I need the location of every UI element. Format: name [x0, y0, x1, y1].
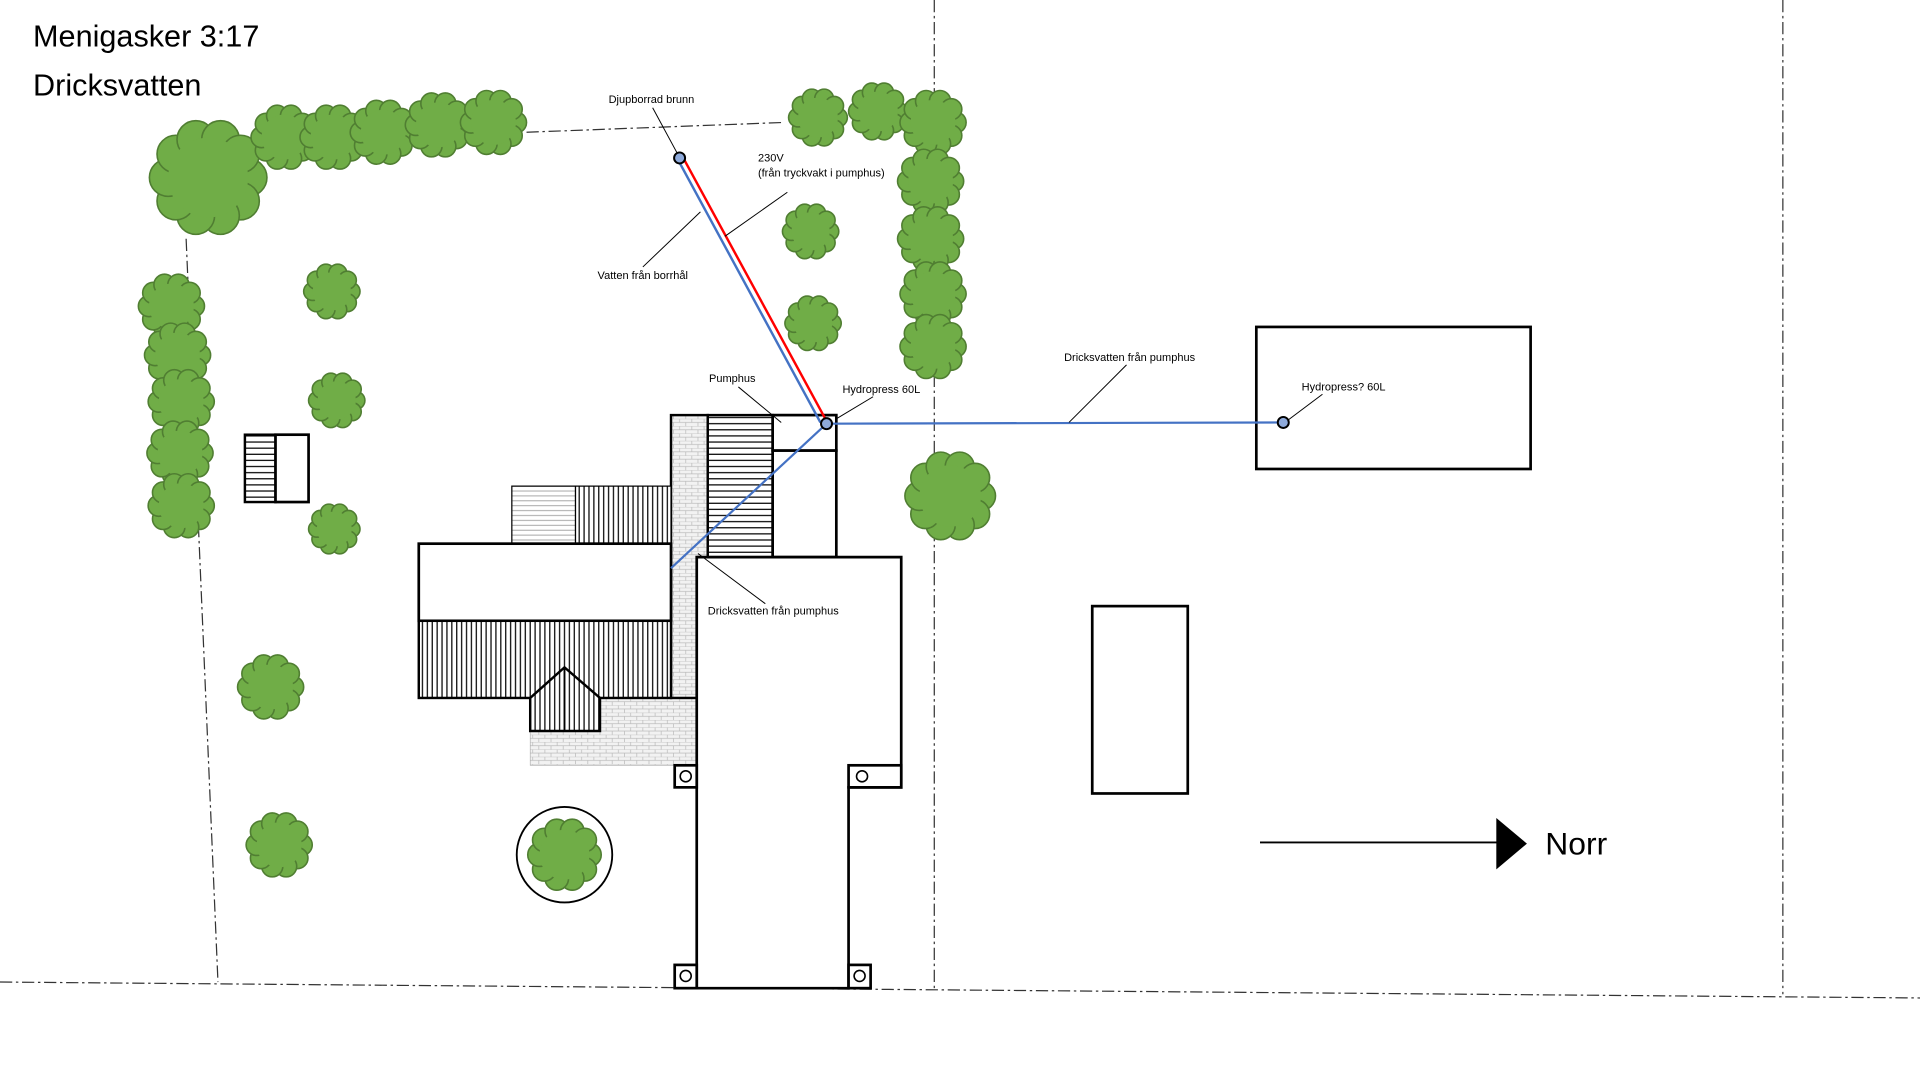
tree-icon	[307, 372, 366, 429]
tree-icon	[899, 89, 967, 156]
tree-icon	[784, 295, 843, 352]
water-pipe-house	[670, 422, 828, 569]
pumphouse-building	[771, 413, 838, 559]
label-well: Djupborrad brunn	[609, 94, 695, 106]
trees	[137, 82, 997, 892]
tree-icon	[459, 89, 528, 156]
water-pipe-right	[826, 421, 1284, 425]
title-line1: Menigasker 3:17	[33, 20, 259, 54]
label-drinking-water-house: Dricksvatten från pumphus	[708, 606, 840, 618]
tree-icon	[787, 88, 849, 147]
building-right-top	[1254, 325, 1532, 471]
tree-icon	[896, 206, 965, 272]
leader-lines	[642, 107, 1323, 605]
north-label: Norr	[1545, 826, 1607, 862]
tree-icon	[307, 503, 361, 555]
hydropress-node	[820, 417, 834, 431]
tree-icon	[147, 472, 216, 539]
water-pipe-borehole	[677, 159, 822, 424]
arrow-head-icon	[1496, 817, 1527, 870]
tree-icon	[146, 420, 214, 486]
tree-icon	[302, 263, 361, 320]
tree-icon	[526, 818, 603, 892]
tree-icon	[404, 92, 473, 158]
label-drinking-water-right: Dricksvatten från pumphus	[1064, 352, 1196, 364]
tree-icon	[245, 812, 314, 878]
garage-building	[673, 555, 903, 990]
tree-icon	[137, 273, 206, 339]
tree-icon	[904, 451, 997, 541]
power-line	[682, 157, 827, 420]
label-power-2: (från tryckvakt i pumphus)	[758, 167, 885, 179]
tree-icon	[349, 99, 418, 166]
tree-ring	[515, 806, 614, 904]
title-line2: Dricksvatten	[33, 69, 201, 103]
tree-icon	[236, 654, 305, 720]
building-right-bottom	[1090, 604, 1190, 795]
well-node	[673, 151, 687, 165]
hydropress-right-node	[1276, 415, 1290, 429]
tree-icon	[847, 82, 909, 141]
pipes	[670, 157, 1284, 569]
main-house	[417, 413, 774, 766]
label-hydropress-right: Hydropress? 60L	[1302, 382, 1386, 394]
tree-icon	[147, 368, 216, 435]
label-pumphouse: Pumphus	[709, 373, 756, 385]
label-power-1: 230V	[758, 153, 784, 165]
tree-icon	[781, 203, 840, 260]
label-hydropress: Hydropress 60L	[842, 384, 920, 396]
label-water-borehole: Vatten från borrhål	[598, 270, 688, 282]
tree-icon	[148, 119, 268, 236]
tree-icon	[896, 148, 965, 214]
shed	[243, 433, 310, 504]
north-arrow: Norr	[1260, 817, 1608, 870]
tree-icon	[899, 313, 967, 380]
tree-icon	[299, 104, 367, 170]
